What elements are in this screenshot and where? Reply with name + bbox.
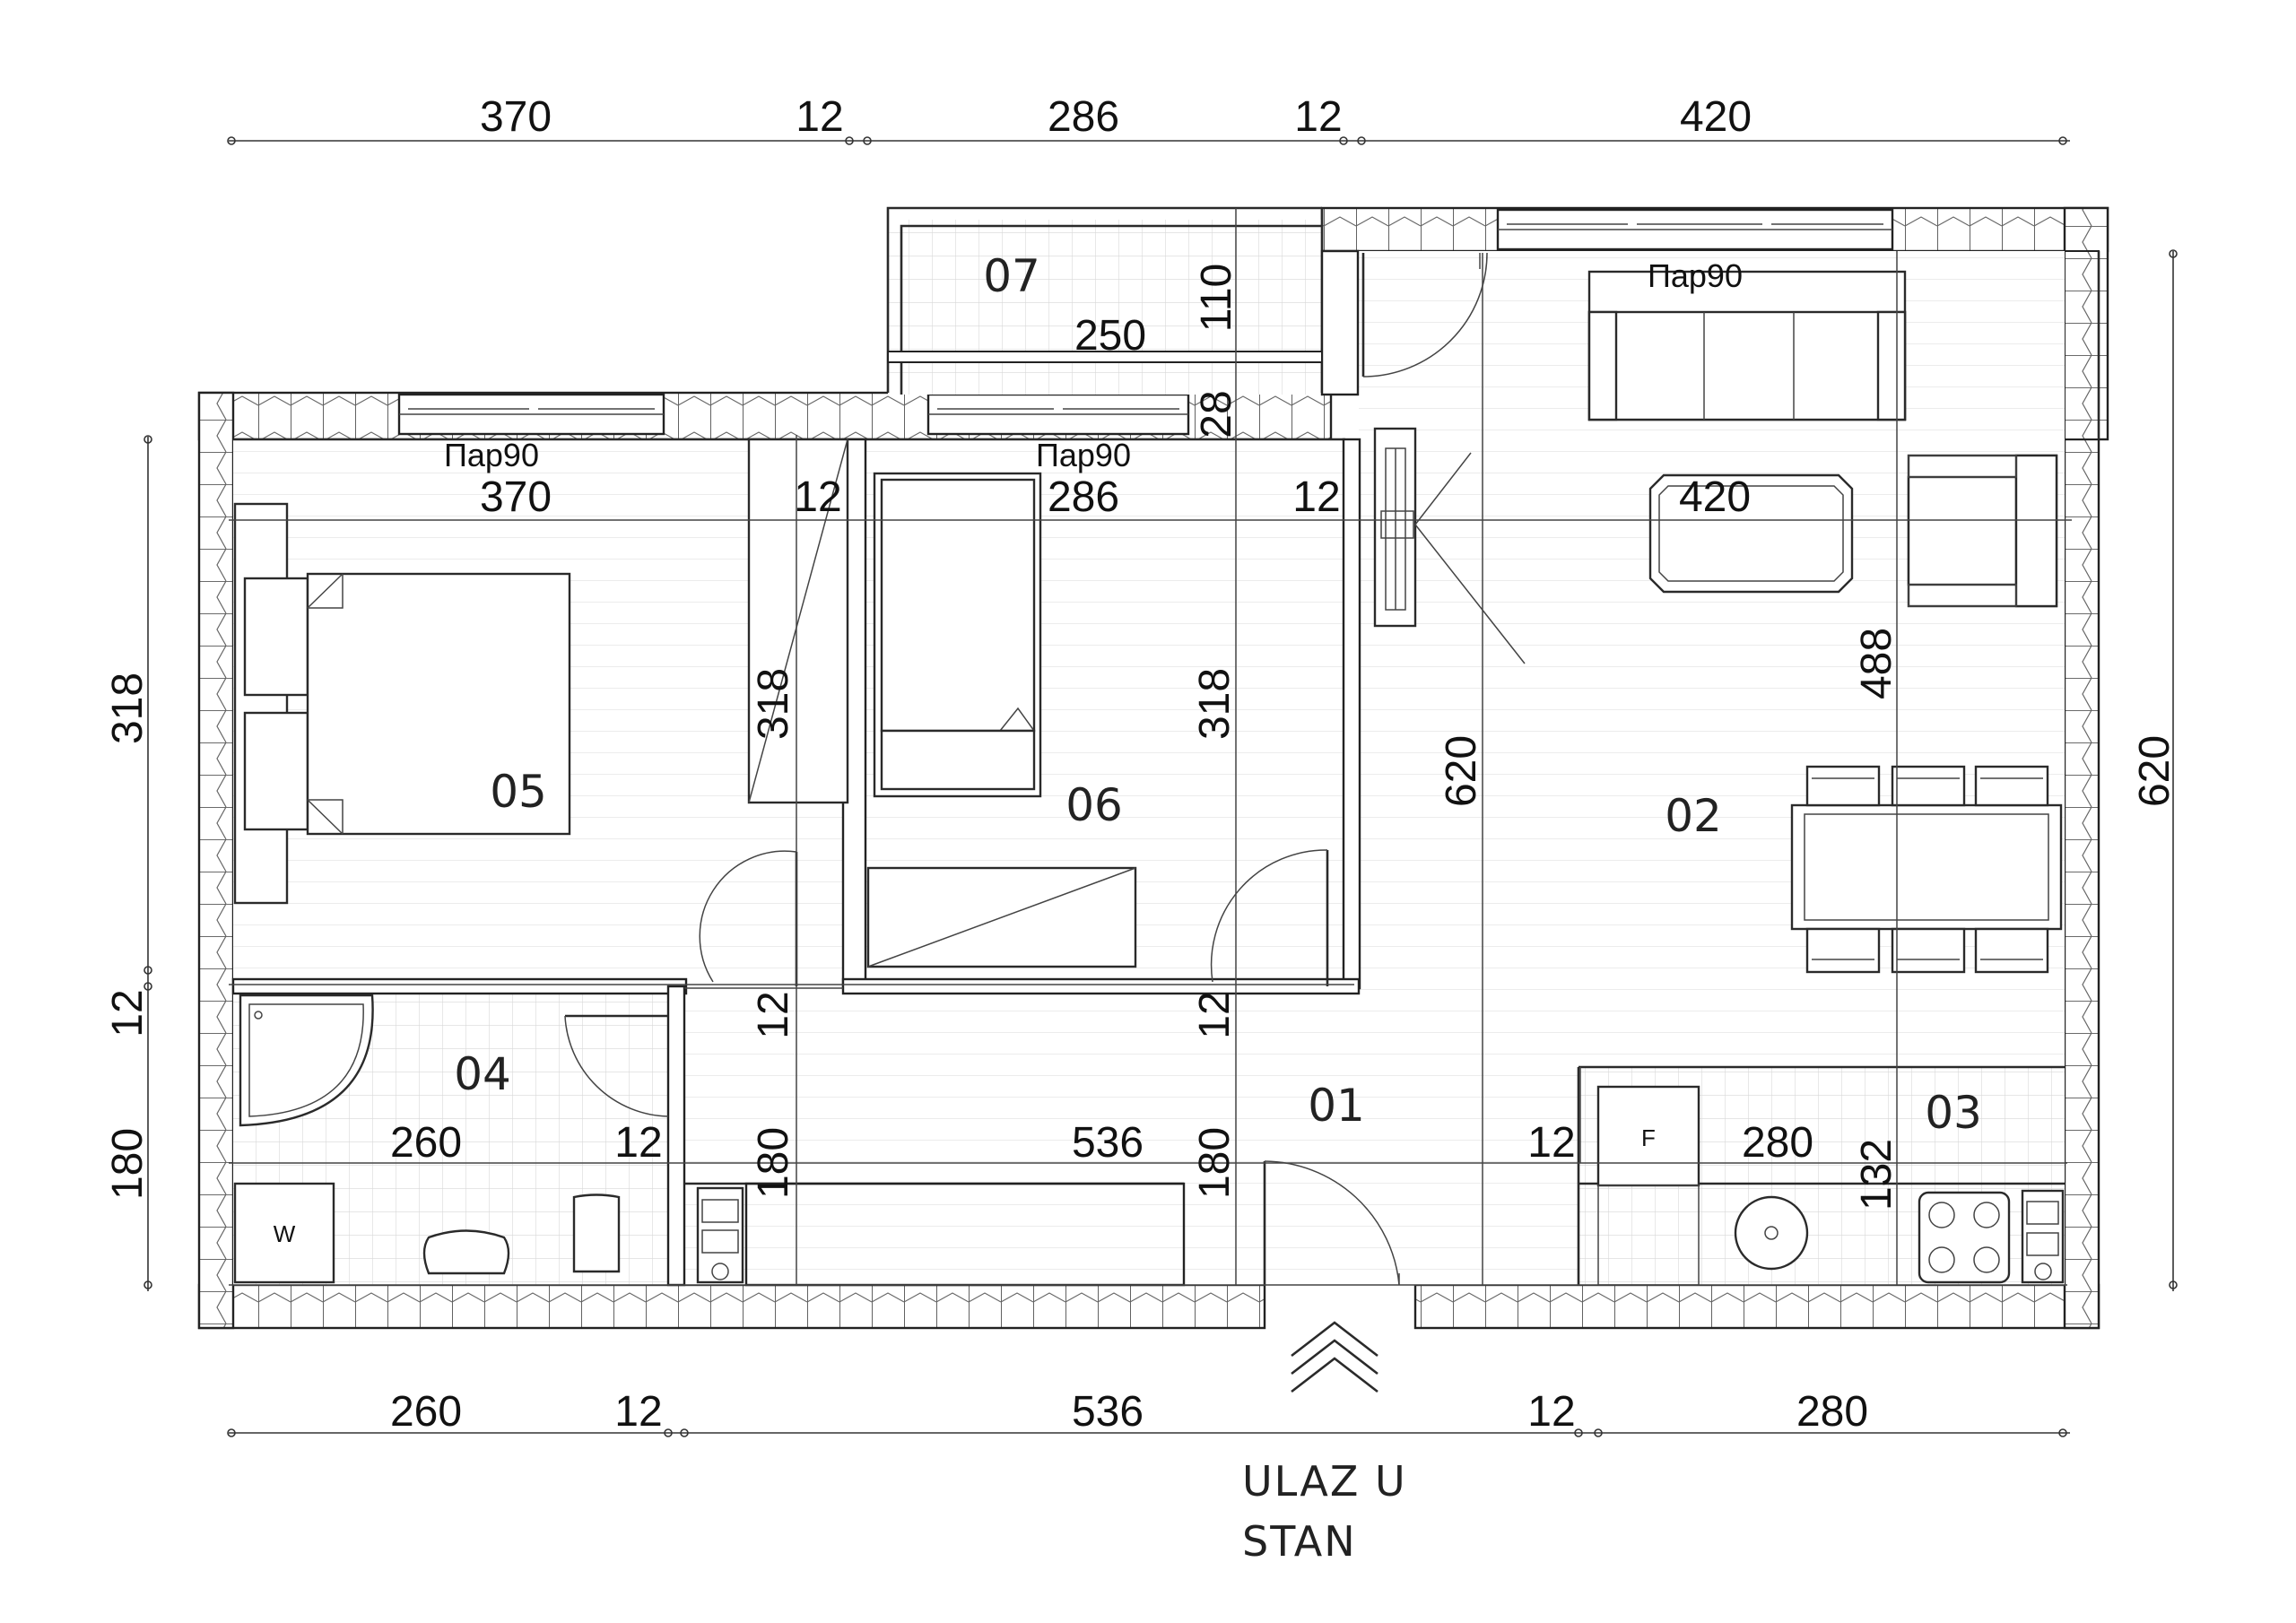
fridge-label: F <box>1641 1124 1656 1151</box>
dim-balcony-250: 250 <box>1074 312 1146 360</box>
room-label-03: 03 <box>1925 1087 1982 1139</box>
dim-inner-620: 620 <box>1438 735 1485 807</box>
dim-balcony-110: 110 <box>1193 264 1240 333</box>
dim-top-12a: 12 <box>796 93 843 141</box>
dimension-right: 620 <box>2131 249 2179 1291</box>
dim-inner-536: 536 <box>1072 1119 1144 1167</box>
guide-lines <box>229 208 2072 1286</box>
dimension-bottom: 260 12 536 12 280 <box>227 1388 2070 1437</box>
dimension-left: 318 12 180 <box>104 435 152 1291</box>
armchair <box>1907 454 2058 608</box>
dim-top-286: 286 <box>1048 93 1119 141</box>
dim-bottom-12a: 12 <box>614 1388 662 1436</box>
room-label-07: 07 <box>983 250 1040 302</box>
dim-bottom-536: 536 <box>1072 1388 1144 1436</box>
interior-walls <box>231 206 2065 1287</box>
entrance-label-line2: STAN <box>1242 1517 1357 1566</box>
dim-right-620: 620 <box>2131 735 2179 807</box>
dim-inner-132: 132 <box>1853 1139 1900 1211</box>
dim-top-370: 370 <box>480 93 552 141</box>
doors <box>564 252 1488 1286</box>
dim-inner-12c: 12 <box>750 991 797 1038</box>
dim-inner-286: 286 <box>1048 473 1119 521</box>
double-bed <box>233 502 571 905</box>
dim-inner-370: 370 <box>480 473 552 521</box>
bathroom-fixtures <box>233 994 621 1284</box>
room-label-02: 02 <box>1665 790 1722 842</box>
window-label-02: Пар90 <box>1648 257 1743 294</box>
dimension-top: 370 12 286 12 420 <box>227 93 2070 145</box>
boiler-unit <box>696 1186 744 1284</box>
dim-inner-180b: 180 <box>1191 1127 1239 1199</box>
dim-inner-180a: 180 <box>750 1127 797 1199</box>
wardrobe <box>747 438 849 804</box>
room-labels: 01 02 03 04 05 06 07 <box>454 250 1982 1139</box>
dim-bottom-12b: 12 <box>1527 1388 1575 1436</box>
dim-left-318: 318 <box>104 673 152 744</box>
window-label-06: Пар90 <box>1036 437 1131 473</box>
kitchen-fixtures <box>1596 1085 2065 1286</box>
room-label-05: 05 <box>490 766 547 818</box>
dim-inner-12f: 12 <box>1527 1119 1575 1167</box>
dim-inner-12d: 12 <box>1191 991 1239 1038</box>
dim-bottom-280: 280 <box>1796 1388 1868 1436</box>
washer-label: W <box>274 1220 296 1247</box>
sofa <box>1587 270 1907 421</box>
coffee-table <box>1648 473 1854 594</box>
dining-table <box>1790 765 2063 974</box>
dim-left-12: 12 <box>104 989 152 1037</box>
room-label-06: 06 <box>1065 779 1123 831</box>
furniture <box>233 270 2065 1286</box>
dim-inner-280: 280 <box>1742 1119 1813 1167</box>
interior-dimensions: Пар90 Пар90 Пар90 370 12 286 12 420 318 … <box>390 257 1900 1211</box>
single-bed <box>873 472 1042 798</box>
entrance-arrow-icon <box>1291 1321 1378 1393</box>
dim-left-180: 180 <box>104 1128 152 1200</box>
dim-inner-318b: 318 <box>1191 668 1239 740</box>
dim-inner-12e: 12 <box>614 1119 662 1167</box>
dim-inner-12b: 12 <box>1292 473 1340 521</box>
room06-wardrobe <box>866 866 1137 968</box>
dim-inner-260: 260 <box>390 1119 462 1167</box>
room-label-01: 01 <box>1308 1080 1365 1132</box>
dim-top-420: 420 <box>1680 93 1752 141</box>
entrance-label-line1: ULAZ U <box>1242 1457 1407 1506</box>
room-label-04: 04 <box>454 1048 511 1100</box>
tv-unit <box>1373 427 1526 664</box>
dim-balcony-28: 28 <box>1193 390 1240 438</box>
dim-bottom-260: 260 <box>390 1388 462 1436</box>
dim-inner-318a: 318 <box>750 668 797 740</box>
dim-inner-12a: 12 <box>794 473 841 521</box>
dim-inner-488: 488 <box>1853 628 1900 699</box>
dim-top-12b: 12 <box>1294 93 1342 141</box>
dim-inner-420: 420 <box>1679 473 1751 521</box>
windows <box>397 208 1894 436</box>
window-label-05: Пар90 <box>444 437 539 473</box>
